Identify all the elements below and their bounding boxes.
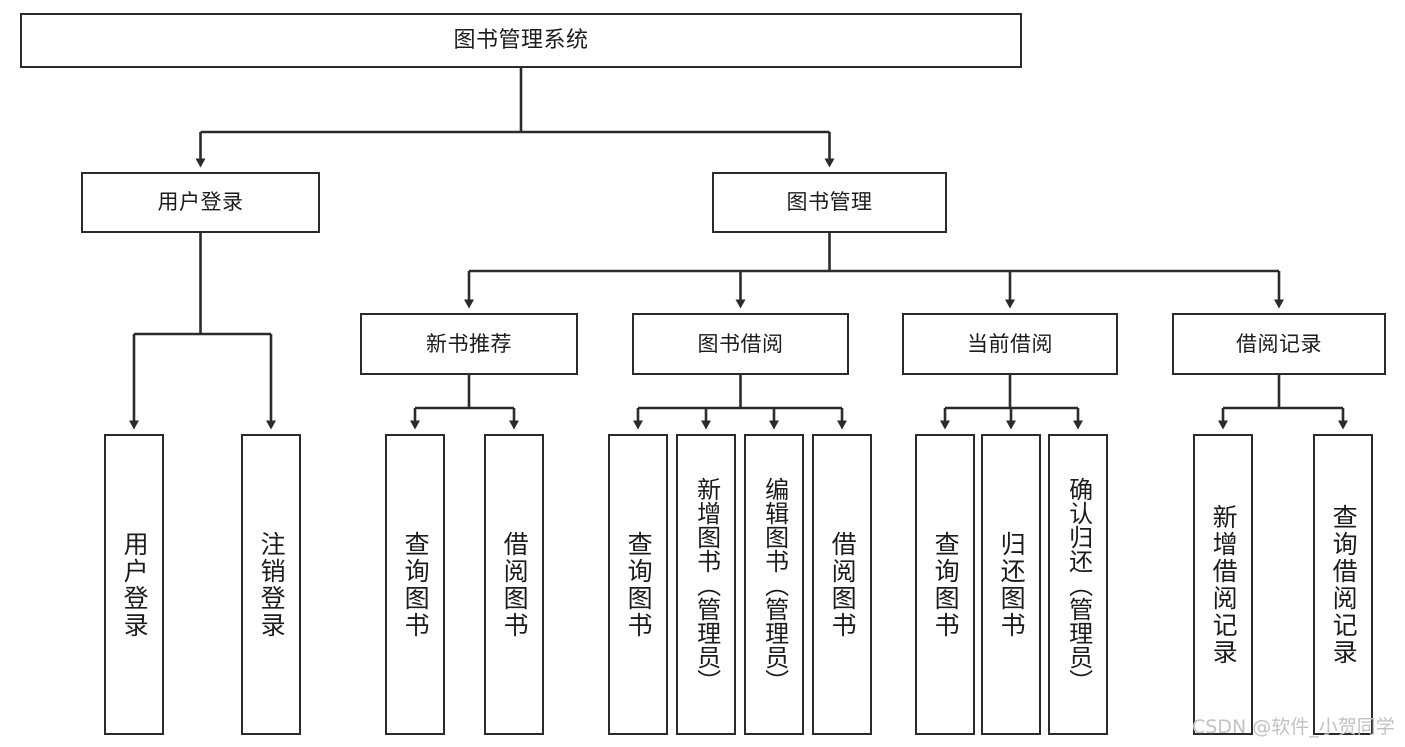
node-leaf-borrow-book-2-label: 借阅图书 (828, 530, 858, 639)
node-leaf-query-book-2[interactable]: 查询图书 (608, 434, 668, 735)
node-leaf-query-borrow-record[interactable]: 查询借阅记录 (1313, 434, 1373, 735)
csdn-watermark: CSDN @软件_小贺同学 (1192, 716, 1395, 738)
node-root-label: 图书管理系统 (453, 27, 589, 53)
node-user-login-label: 用户登录 (157, 190, 244, 215)
node-leaf-user-login[interactable]: 用户登录 (104, 434, 164, 735)
node-leaf-borrow-book-1[interactable]: 借阅图书 (484, 434, 544, 735)
node-leaf-query-book-3[interactable]: 查询图书 (915, 434, 975, 735)
node-book-borrow[interactable]: 图书借阅 (632, 313, 849, 375)
node-leaf-logout-login[interactable]: 注销登录 (241, 434, 301, 735)
node-leaf-return-book[interactable]: 归还图书 (981, 434, 1041, 735)
node-leaf-edit-book-admin-label: 编辑图书（管理员） (760, 476, 789, 693)
tree-connectors (129, 68, 1348, 430)
node-current-borrow-label: 当前借阅 (967, 331, 1053, 356)
node-leaf-query-borrow-record-label: 查询借阅记录 (1329, 503, 1359, 666)
node-leaf-query-book-1[interactable]: 查询图书 (385, 434, 445, 735)
node-leaf-logout-login-label: 注销登录 (257, 530, 287, 639)
node-new-book-rec-label: 新书推荐 (426, 331, 512, 356)
node-leaf-add-book-admin[interactable]: 新增图书（管理员） (676, 434, 736, 735)
node-leaf-user-login-label: 用户登录 (120, 530, 150, 639)
node-book-manage-label: 图书管理 (786, 190, 873, 215)
node-leaf-query-book-1-label: 查询图书 (401, 530, 431, 639)
node-leaf-query-book-3-label: 查询图书 (931, 530, 961, 639)
node-leaf-borrow-book-1-label: 借阅图书 (500, 530, 530, 639)
node-leaf-query-book-2-label: 查询图书 (624, 530, 654, 639)
node-leaf-borrow-book-2[interactable]: 借阅图书 (812, 434, 872, 735)
node-leaf-confirm-return-admin[interactable]: 确认归还（管理员） (1048, 434, 1108, 735)
node-user-login[interactable]: 用户登录 (81, 172, 320, 233)
node-root[interactable]: 图书管理系统 (20, 13, 1022, 68)
node-borrow-record-label: 借阅记录 (1236, 331, 1322, 356)
node-leaf-edit-book-admin[interactable]: 编辑图书（管理员） (744, 434, 804, 735)
node-book-borrow-label: 图书借阅 (697, 331, 784, 356)
node-borrow-record[interactable]: 借阅记录 (1172, 313, 1386, 375)
node-leaf-return-book-label: 归还图书 (997, 530, 1027, 639)
node-leaf-add-borrow-record[interactable]: 新增借阅记录 (1193, 434, 1253, 735)
node-leaf-confirm-return-admin-label: 确认归还（管理员） (1064, 476, 1093, 693)
node-new-book-rec[interactable]: 新书推荐 (360, 313, 578, 375)
node-book-manage[interactable]: 图书管理 (712, 172, 947, 233)
node-current-borrow[interactable]: 当前借阅 (902, 313, 1118, 375)
node-leaf-add-book-admin-label: 新增图书（管理员） (692, 476, 721, 693)
node-leaf-add-borrow-record-label: 新增借阅记录 (1209, 503, 1239, 666)
